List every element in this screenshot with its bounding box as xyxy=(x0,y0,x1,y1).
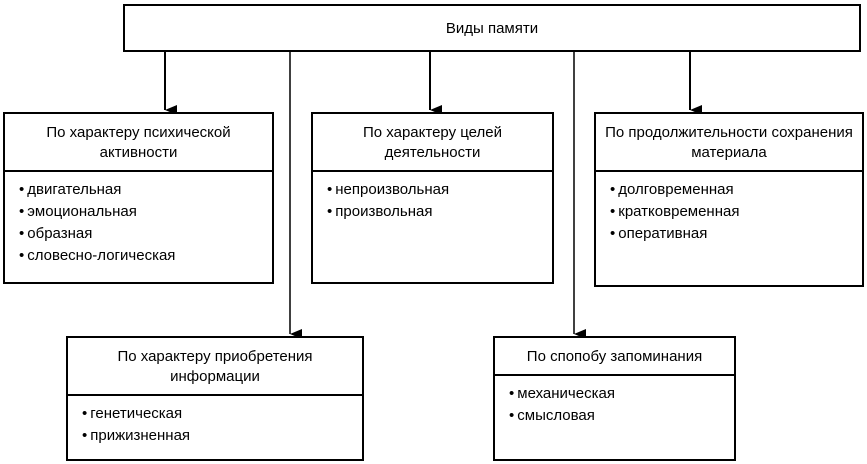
category-box-goals: По характеру целей деятельности непроизв… xyxy=(311,112,554,284)
root-label: Виды памяти xyxy=(445,19,539,37)
category-items: механическая смысловая xyxy=(495,376,734,427)
list-item: непроизвольная xyxy=(327,179,552,201)
list-item: двигательная xyxy=(19,179,272,201)
list-item: произвольная xyxy=(327,201,552,223)
category-box-memorization: По спопобу запоминания механическая смыс… xyxy=(493,336,736,461)
category-title: По спопобу запоминания xyxy=(495,338,734,376)
category-items: долговременная кратковременная оперативн… xyxy=(596,172,862,245)
category-items: непроизвольная произвольная xyxy=(313,172,552,223)
list-item: эмоциональная xyxy=(19,201,272,223)
category-title: По характеру целей деятельности xyxy=(313,114,552,172)
list-item: механическая xyxy=(509,383,734,405)
list-item: кратковременная xyxy=(610,201,862,223)
category-items: двигательная эмоциональная образная слов… xyxy=(5,172,272,267)
list-item: генетическая xyxy=(82,403,362,425)
category-title: По характеру приобретения информации xyxy=(68,338,362,396)
category-title: По характеру психической активности xyxy=(5,114,272,172)
root-box: Виды памяти xyxy=(123,4,861,52)
list-item: оперативная xyxy=(610,223,862,245)
category-box-duration: По продолжительности сохранения материал… xyxy=(594,112,864,287)
list-item: словесно-логическая xyxy=(19,245,272,267)
list-item: долговременная xyxy=(610,179,862,201)
list-item: смысловая xyxy=(509,405,734,427)
category-box-acquisition: По характеру приобретения информации ген… xyxy=(66,336,364,461)
list-item: образная xyxy=(19,223,272,245)
list-item: прижизненная xyxy=(82,425,362,447)
category-title: По продолжительности сохранения материал… xyxy=(596,114,862,172)
category-box-psychic-activity: По характеру психической активности двиг… xyxy=(3,112,274,284)
category-items: генетическая прижизненная xyxy=(68,396,362,447)
